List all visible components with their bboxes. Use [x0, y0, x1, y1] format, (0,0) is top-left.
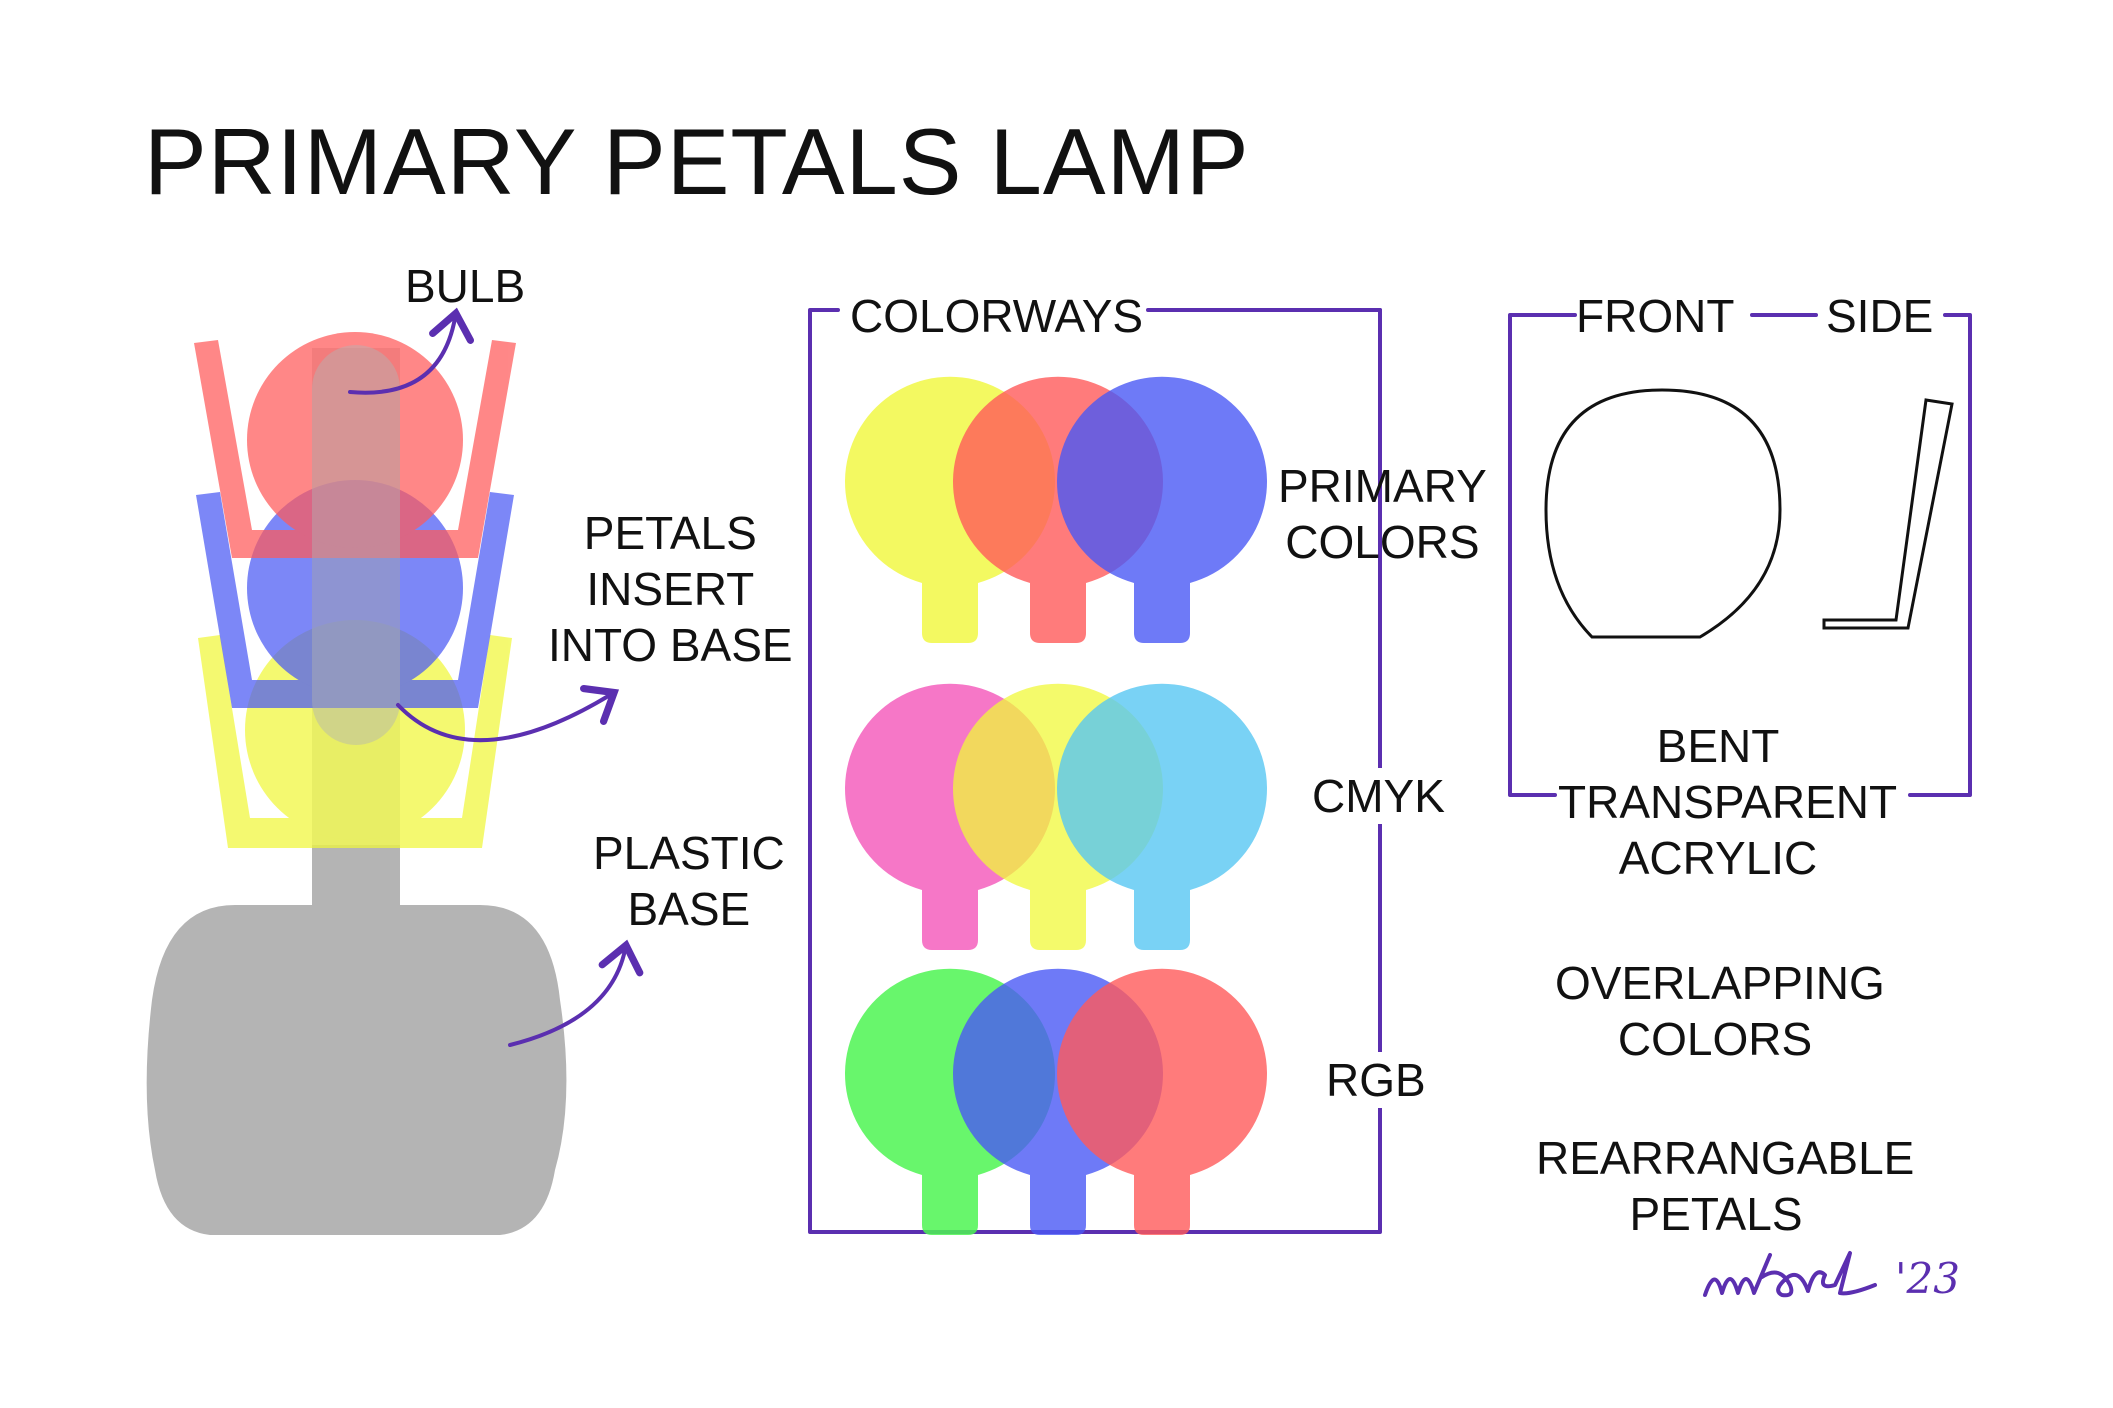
artist-signature: '23 — [1703, 1251, 1960, 1303]
colorway-primary — [845, 376, 1267, 643]
label-colorways: COLORWAYS — [850, 290, 1144, 342]
label-bent-acrylic: BENT TRANSPARENT ACRYLIC — [1558, 720, 1898, 885]
views-bracket — [1508, 313, 1577, 797]
label-cmyk: CMYK — [1312, 768, 1445, 825]
base-arrow — [508, 939, 644, 1047]
petal-blue — [1057, 376, 1267, 643]
label-primary-colors: PRIMARY COLORS — [1278, 460, 1487, 569]
plastic-base-shape — [146, 845, 567, 1235]
label-plastic-base: PLASTIC BASE — [593, 827, 785, 936]
label-side: SIDE — [1826, 290, 1934, 342]
petal-red — [1057, 968, 1267, 1235]
petal-cyan — [1057, 683, 1267, 950]
label-overlapping-colors: OVERLAPPING COLORS — [1555, 957, 1885, 1066]
colorway-cmyk — [845, 683, 1267, 950]
petals-arrow — [396, 684, 620, 742]
views-bracket-right — [1908, 313, 1972, 797]
front-view-outline — [1544, 388, 1782, 639]
label-rearrangable-petals: REARRANGABLE PETALS — [1536, 1132, 1915, 1241]
bulb-shape — [312, 345, 400, 745]
bulb-arrow — [348, 307, 475, 395]
lamp-illustration — [146, 332, 567, 1235]
signature-year: '23 — [1895, 1254, 1960, 1303]
colorways-bracket — [808, 308, 1382, 1234]
label-rgb: RGB — [1326, 1052, 1426, 1109]
label-front: FRONT — [1576, 290, 1735, 342]
colorway-rgb — [845, 968, 1267, 1235]
page-title: PRIMARY PETALS LAMP — [144, 109, 1250, 214]
label-bulb: BULB — [405, 260, 526, 312]
side-view-outline — [1822, 398, 1954, 630]
label-petals-insert: PETALS INSERT INTO BASE — [548, 507, 793, 672]
